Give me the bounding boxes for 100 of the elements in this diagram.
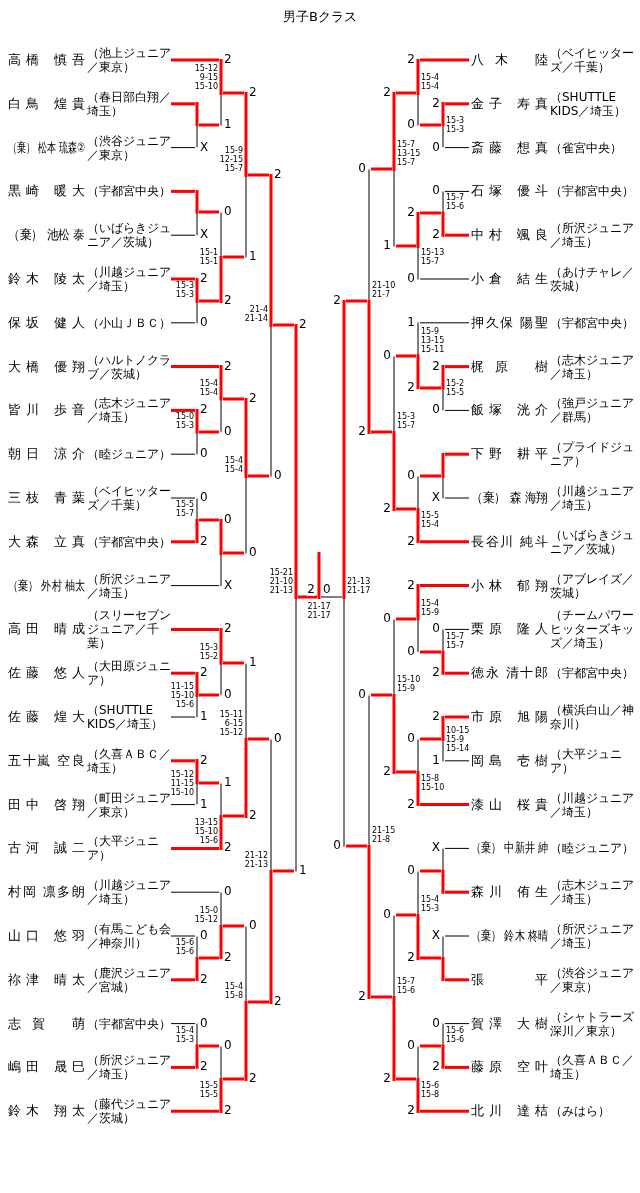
player-name: 朝日 涼介 — [8, 445, 85, 464]
player-name: 長谷川 純斗 — [471, 532, 548, 551]
game-scores: 15-3 15-2 — [198, 643, 218, 661]
score-label: 2 — [200, 753, 208, 767]
bracket-line — [170, 322, 196, 324]
bracket-line — [396, 1077, 416, 1081]
bracket-line — [420, 1044, 441, 1048]
game-scores: 10-15 15-9 15-14 — [446, 725, 471, 753]
score-label: 2 — [333, 294, 341, 307]
bracket-line — [346, 844, 367, 848]
bracket-line — [170, 497, 196, 499]
bracket-line — [445, 452, 469, 456]
club-name: （みはら） — [550, 1104, 611, 1119]
player-name: 祢津 晴太 — [8, 970, 85, 989]
bracket-line — [171, 759, 195, 763]
player-name: 佐藤 煌大 — [8, 708, 85, 726]
bracket-line — [171, 1109, 219, 1113]
player-name: 白鳥 煌貴 — [8, 94, 85, 113]
club-name: （横浜白山／神奈川） — [550, 703, 635, 731]
bracket-line — [171, 408, 195, 412]
club-name: （チームパワーヒッターズキッズ／埼玉） — [550, 608, 635, 651]
score-label: 2 — [224, 359, 232, 373]
bracket-line — [170, 1023, 196, 1025]
game-scores: 15-10 15-9 — [397, 675, 422, 693]
bracket-line — [170, 935, 196, 937]
game-scores: 15-5 15-7 — [174, 500, 194, 518]
player-name: 鈴木 翔太 — [8, 1102, 85, 1121]
club-name: （宇都宮中央） — [87, 1016, 171, 1031]
player-name: 皆川 歩音 — [8, 401, 85, 420]
club-name: （宇都宮中央） — [550, 666, 635, 681]
bracket-bar — [416, 211, 420, 281]
club-name: （ベイヒッターズ／千葉） — [87, 484, 171, 512]
score-label: 2 — [407, 53, 415, 66]
bracket-bar — [195, 759, 199, 807]
bracket-bar — [195, 1022, 199, 1069]
club-name: （宇都宮中央） — [87, 184, 171, 199]
player-name: （棄） 森 海翔 — [471, 489, 549, 507]
game-scores: 15-7 15-6 — [446, 193, 466, 211]
bracket-line — [420, 123, 441, 127]
club-name: （久喜ＡＢＣ／埼玉） — [550, 1053, 635, 1082]
score-label: 0 — [407, 469, 415, 482]
score-label: 2 — [407, 797, 415, 811]
score-label: 2 — [274, 168, 282, 181]
player-name: 漆山 桜貴 — [471, 795, 548, 814]
club-name: （久喜ＡＢＣ／埼玉） — [87, 746, 171, 775]
score-label: 2 — [200, 272, 208, 285]
bracket-bar — [219, 58, 223, 127]
bracket-bar — [392, 913, 396, 1081]
bracket-line — [171, 978, 195, 982]
player-name: 賀澤 大樹 — [471, 1014, 548, 1033]
bracket-bar — [195, 496, 199, 544]
bracket-line — [223, 924, 244, 928]
club-name: （宇都宮中央） — [550, 184, 635, 199]
bracket-bar — [367, 693, 371, 999]
score-label: 2 — [407, 206, 415, 219]
bracket-line — [171, 102, 195, 106]
score-label: 1 — [224, 776, 232, 789]
bracket-line — [170, 453, 196, 455]
player-name: 村岡 凛多朗 — [8, 883, 85, 902]
club-name: （春日部白翔／埼玉） — [87, 89, 171, 118]
club-name: （大田原ジュニア） — [87, 659, 171, 688]
club-name: （大平ジュニア） — [87, 834, 160, 863]
score-label: 2 — [432, 96, 440, 110]
club-name: （町田ジュニア／東京） — [87, 790, 171, 819]
bracket-line — [419, 278, 470, 280]
score-label: 0 — [383, 612, 391, 625]
bracket-bar — [244, 397, 248, 555]
bracket-line — [445, 102, 469, 106]
player-name: 石塚 優斗 — [471, 182, 548, 201]
club-name: （池上ジュニア／東京） — [87, 46, 171, 74]
game-scores: 21-4 21-14 — [243, 305, 268, 323]
score-label: 2 — [249, 1072, 257, 1085]
score-label: 0 — [432, 140, 440, 154]
score-label: 0 — [383, 908, 391, 921]
bracket-bar — [195, 408, 199, 456]
score-label: 2 — [407, 951, 415, 964]
bracket-bar — [441, 715, 445, 763]
title: 男子Bクラス — [283, 9, 357, 24]
club-name: （小山ＪＢＣ） — [87, 315, 171, 330]
game-scores: 15-13 15-7 — [421, 248, 446, 266]
club-name: （鹿沢ジュニア／宮城） — [87, 965, 171, 994]
bracket-line — [199, 781, 219, 785]
bracket-line — [199, 123, 219, 127]
bracket-line — [420, 1109, 469, 1113]
bracket-line — [199, 430, 219, 434]
player-name: 嶋田 晟巳 — [8, 1058, 85, 1077]
score-label: 0 — [407, 272, 415, 285]
score-label: 0 — [200, 929, 208, 942]
club-name: （スリーセブンジュニア／千葉） — [87, 608, 171, 651]
bracket-line — [420, 58, 469, 62]
bracket-line — [371, 167, 392, 171]
score-label: 0 — [200, 1016, 208, 1030]
bracket-line — [444, 847, 470, 849]
club-name: （ベイヒッターズ／千葉） — [550, 46, 635, 74]
bracket-bar — [219, 210, 223, 303]
bracket-line — [420, 474, 441, 478]
bracket-bar — [219, 890, 223, 960]
score-label: 0 — [224, 513, 232, 526]
bracket-line — [171, 671, 195, 675]
bracket-bar — [416, 321, 420, 390]
